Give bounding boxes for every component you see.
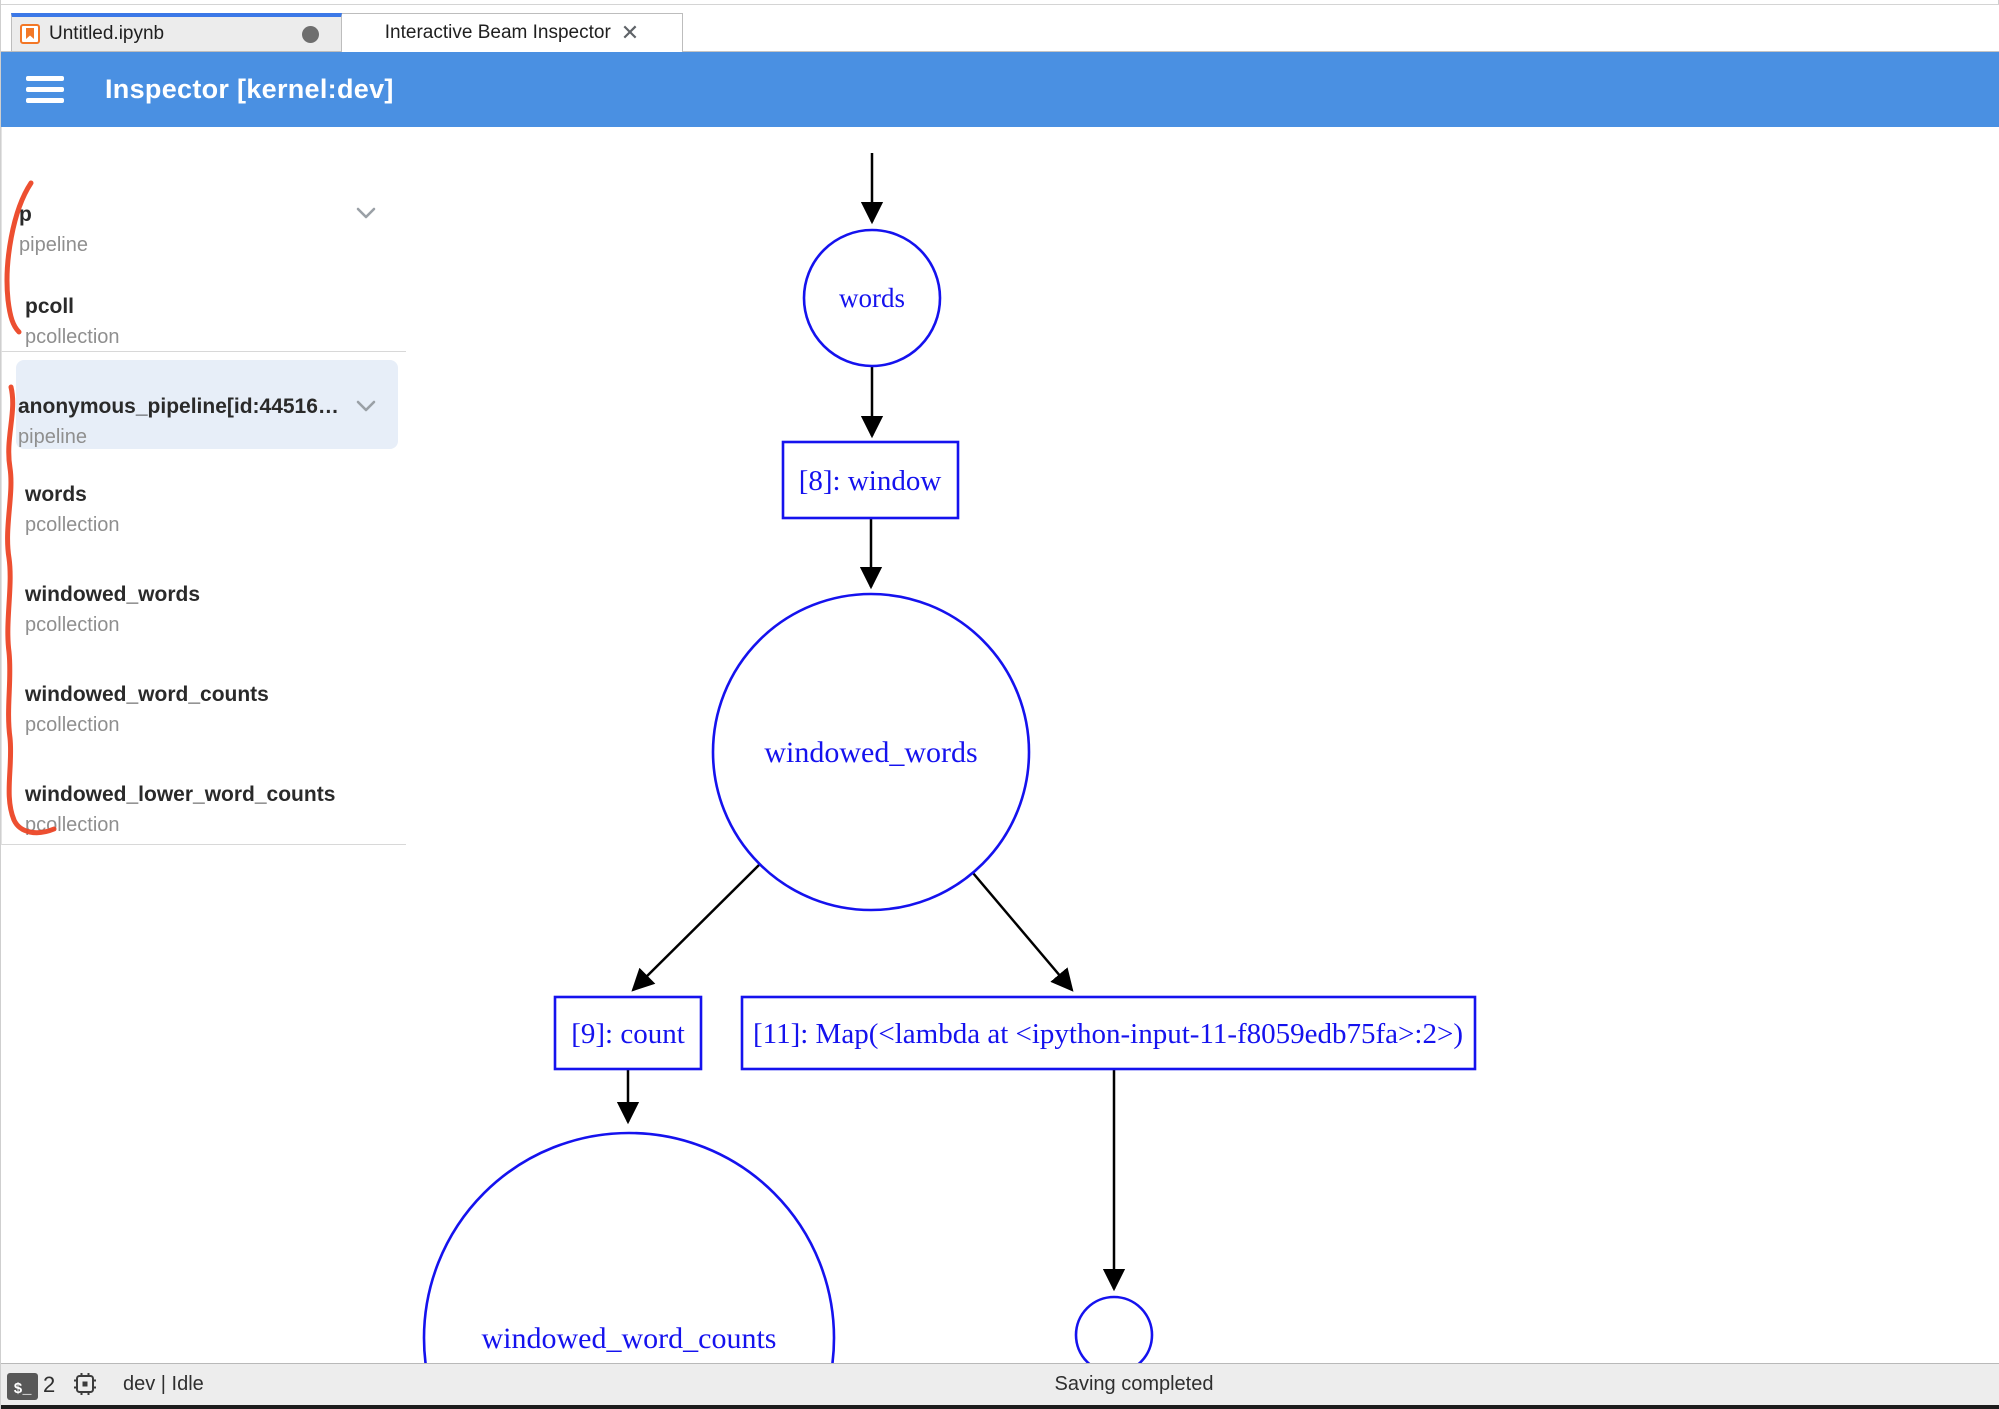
graph-node-label: windowed_words xyxy=(764,736,977,769)
sidebar-item-type: pcollection xyxy=(25,614,120,636)
tab-untitled-notebook[interactable]: Untitled.ipynb xyxy=(11,13,342,52)
graph-node-label: [11]: Map(<lambda at <ipython-input-11-f… xyxy=(753,1018,1463,1050)
sidebar-item-windowed-word-counts[interactable]: windowed_word_counts xyxy=(25,683,269,706)
pipeline-sidebar: p pipeline pcoll pcollection anonymous_p… xyxy=(1,127,406,1363)
window-bottom-edge xyxy=(1,1405,1999,1409)
tab-label: Interactive Beam Inspector xyxy=(384,22,611,43)
chevron-down-icon[interactable] xyxy=(354,398,378,414)
graph-node-windowed-word-counts[interactable] xyxy=(422,1131,836,1363)
kernel-count[interactable]: 2 xyxy=(43,1372,56,1397)
graph-node-count[interactable] xyxy=(553,995,703,1071)
status-bar: $_ 2 dev | Idle Saving completed xyxy=(1,1364,1999,1405)
sidebar-item-type: pcollection xyxy=(25,514,120,536)
pipeline-group-p: p pipeline pcoll pcollection xyxy=(1,127,406,352)
graph-node-label: [9]: count xyxy=(571,1018,685,1050)
notebook-icon xyxy=(20,24,40,44)
graph-node-label: [8]: window xyxy=(799,465,942,497)
graph-node-words[interactable] xyxy=(802,228,942,368)
unsaved-changes-dot[interactable] xyxy=(302,26,319,43)
tab-label: Untitled.ipynb xyxy=(49,23,165,44)
pipeline-group-anonymous: anonymous_pipeline[id:44516… pipeline wo… xyxy=(1,352,406,845)
sidebar-item-words[interactable]: words xyxy=(25,483,87,506)
tab-interactive-beam-inspector[interactable]: Interactive Beam Inspector ✕ xyxy=(342,13,683,53)
kernel-status[interactable]: dev | Idle xyxy=(123,1373,204,1395)
sidebar-item-windowed-lower-word-counts[interactable]: windowed_lower_word_counts xyxy=(25,783,336,806)
sidebar-item-type: pipeline xyxy=(18,426,87,448)
inspector-header: Inspector [kernel:dev] xyxy=(1,52,1999,127)
close-icon[interactable]: ✕ xyxy=(620,20,640,45)
sidebar-item-anonymous-pipeline[interactable]: anonymous_pipeline[id:44516… xyxy=(18,395,339,418)
sidebar-item-p[interactable]: p xyxy=(19,203,32,226)
sidebar-item-windowed-words[interactable]: windowed_words xyxy=(25,583,201,606)
graph-node-windowed-words[interactable] xyxy=(711,592,1031,912)
edge-windowedwords-map xyxy=(972,872,1074,992)
sidebar-item-pcoll[interactable]: pcoll xyxy=(25,295,75,318)
dock-tab-bar: Untitled.ipynb Interactive Beam Inspecto… xyxy=(1,5,1999,53)
graph-node-label: windowed_word_counts xyxy=(482,1322,777,1355)
sidebar-item-type: pcollection xyxy=(25,714,120,736)
sidebar-item-type: pcollection xyxy=(25,814,120,836)
sidebar-item-type: pipeline xyxy=(19,234,88,256)
edge-windowedwords-count xyxy=(631,863,761,992)
graph-node-window[interactable] xyxy=(781,440,960,520)
hamburger-icon[interactable] xyxy=(26,76,64,103)
terminal-icon[interactable]: $_ xyxy=(7,1373,38,1400)
graph-node-anonymous-pcollection[interactable] xyxy=(1074,1295,1154,1363)
graph-node-map[interactable] xyxy=(740,995,1477,1071)
statusbar-divider xyxy=(1,1363,1999,1364)
selected-item-highlight xyxy=(16,360,398,449)
graph-edges xyxy=(616,153,1126,1292)
graph-node-label: words xyxy=(839,283,905,313)
window-top-divider xyxy=(1,4,1999,5)
pipeline-graph: words [8]: window windowed_words [9]: co… xyxy=(406,127,1999,1363)
page-title: Inspector [kernel:dev] xyxy=(105,74,394,104)
sidebar-item-type: pcollection xyxy=(25,326,120,348)
chevron-down-icon[interactable] xyxy=(354,205,378,221)
kernel-chip-icon[interactable] xyxy=(73,1372,97,1396)
save-status-message: Saving completed xyxy=(1054,1373,1214,1395)
